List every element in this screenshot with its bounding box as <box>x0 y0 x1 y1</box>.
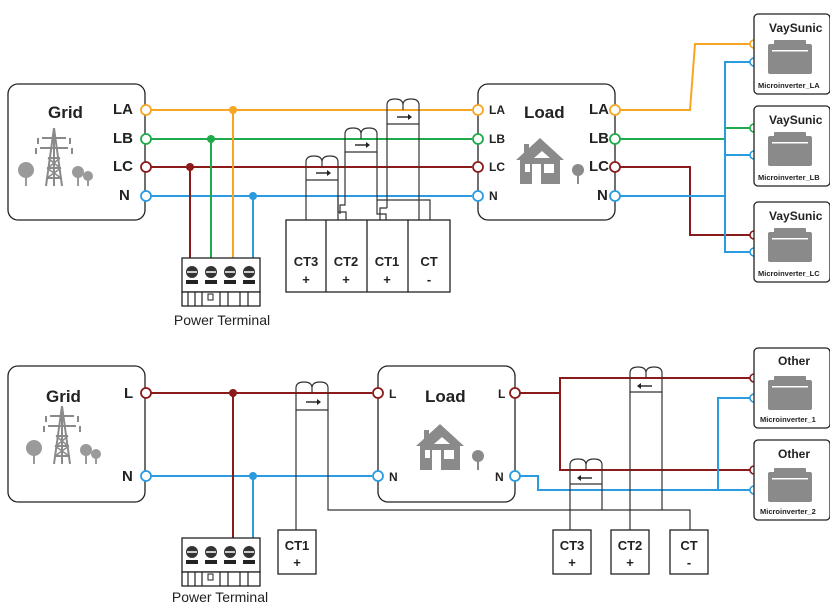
microinverter-icon <box>768 40 812 74</box>
bottom-ct3-sign: + <box>568 555 576 570</box>
microinverter-icon <box>768 468 812 502</box>
top-grid-port-lc: LC <box>113 158 133 175</box>
bottom-grid-box <box>7 365 146 503</box>
mi-brand: VaySunic <box>769 113 823 127</box>
top-load-left-lc: LC <box>489 160 505 174</box>
bottom-grid-port-l: L <box>124 385 133 402</box>
mi-name: Microinverter_1 <box>760 415 816 424</box>
top-load-left-n: N <box>489 189 498 203</box>
mi-brand: VaySunic <box>769 21 823 35</box>
top-grid-port-la: LA <box>113 101 133 118</box>
bottom-ct3-label: CT3 <box>560 538 585 553</box>
top-load-left-la: LA <box>489 103 505 117</box>
microinverter-icon <box>768 132 812 166</box>
top-ct1-label: CT1 <box>375 254 400 269</box>
top-grid-title: Grid <box>48 103 83 122</box>
mi-brand: Other <box>778 447 810 461</box>
top-ct-box: CT3 + CT2 + CT1 + CT - <box>285 219 451 293</box>
mi-name: Microinverter_LB <box>758 173 820 182</box>
mi-brand: VaySunic <box>769 209 823 223</box>
bottom-ct-boxes: CT1 + CT3 + CT2 + CT - <box>277 529 709 575</box>
bottom-load-right-n: N <box>495 470 504 484</box>
bottom-ct2-sign: + <box>626 555 634 570</box>
top-load-right-lb: LB <box>589 130 609 147</box>
mi-name: Microinverter_LA <box>758 81 820 90</box>
top-ct1-sign: + <box>383 272 391 287</box>
bottom-microinverter-1: Other Microinverter_1 <box>753 347 830 429</box>
top-microinverter-2: VaySunic Microinverter_LB <box>753 105 830 187</box>
top-load-right-la: LA <box>589 101 609 118</box>
top-power-terminal: LC LB LA N Power Terminal <box>174 257 270 328</box>
top-load-right-lc: LC <box>589 158 609 175</box>
bottom-ct-clamps <box>295 366 691 530</box>
top-ct2-label: CT2 <box>334 254 359 269</box>
mi-name: Microinverter_2 <box>760 507 816 516</box>
bottom-load-left-n: N <box>389 470 398 484</box>
top-grid-port-lb: LB <box>113 130 133 147</box>
top-ct2-sign: + <box>342 272 350 287</box>
bottom-ct1-label: CT1 <box>285 538 310 553</box>
bottom-ct-label: CT <box>680 538 697 553</box>
top-ct3-label: CT3 <box>294 254 319 269</box>
top-load-title: Load <box>524 103 565 122</box>
bottom-power-terminal: LC LB LA N Power Terminal <box>172 537 268 605</box>
bottom-load-title: Load <box>425 387 466 406</box>
bottom-microinverter-2: Other Microinverter_2 <box>753 439 830 521</box>
bottom-grid-port-n: N <box>122 468 133 485</box>
top-ct-label: CT <box>420 254 437 269</box>
top-terminal-caption: Power Terminal <box>174 312 270 328</box>
bottom-terminal-caption: Power Terminal <box>172 589 268 605</box>
bottom-ct1-sign: + <box>293 555 301 570</box>
bottom-grid-title: Grid <box>46 387 81 406</box>
microinverter-icon <box>768 228 812 262</box>
top-grid-port-n: N <box>119 187 130 204</box>
mi-brand: Other <box>778 354 810 368</box>
bottom-ct2-label: CT2 <box>618 538 643 553</box>
microinverter-icon <box>768 376 812 410</box>
top-ct3-sign: + <box>302 272 310 287</box>
top-wires <box>140 39 759 262</box>
top-ct-clamps <box>305 98 431 230</box>
mi-name: Microinverter_LC <box>758 269 820 278</box>
top-microinverter-3: VaySunic Microinverter_LC <box>753 201 830 283</box>
top-load-left-lb: LB <box>489 132 505 146</box>
bottom-load-right-l: L <box>498 387 505 401</box>
top-ct-sign: - <box>427 272 431 287</box>
bottom-ct-sign: - <box>687 555 691 570</box>
top-microinverter-1: VaySunic Microinverter_LA <box>753 13 830 95</box>
bottom-load-left-l: L <box>389 387 396 401</box>
top-load-right-n: N <box>597 187 608 204</box>
top-grid-box <box>7 83 146 221</box>
